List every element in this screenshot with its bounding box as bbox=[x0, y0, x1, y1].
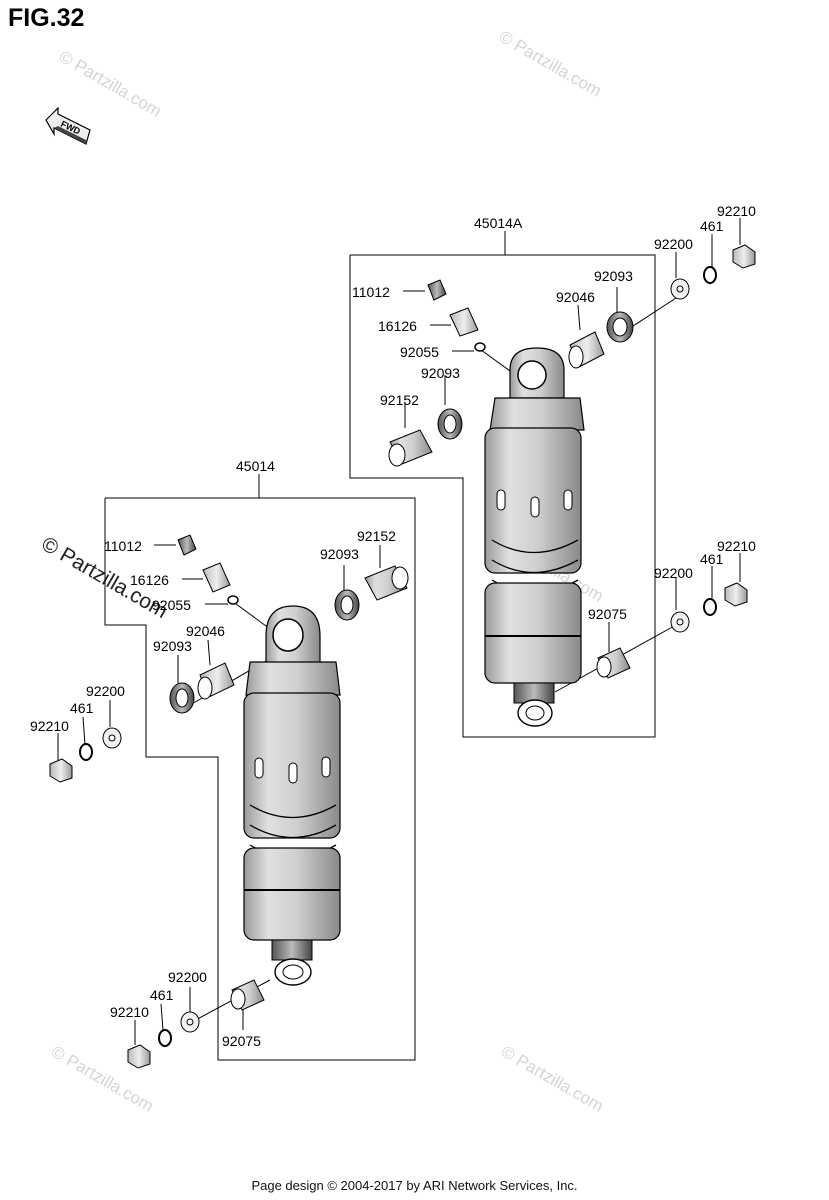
part-92075-lower bbox=[230, 979, 265, 1011]
part-label: 461 bbox=[150, 987, 174, 1003]
part-92152-upper bbox=[388, 429, 433, 467]
part-label: 92055 bbox=[400, 344, 439, 360]
part-label: 92075 bbox=[222, 1033, 261, 1049]
part-461-upper-bot bbox=[703, 598, 717, 616]
part-label: 92210 bbox=[110, 1004, 149, 1020]
part-label: 11012 bbox=[352, 284, 390, 300]
part-label: 92200 bbox=[654, 236, 693, 252]
part-92210-lower-bot bbox=[127, 1044, 151, 1069]
assembly-lower: 45014 bbox=[30, 458, 416, 1069]
part-label: 92152 bbox=[380, 392, 419, 408]
part-16126-lower bbox=[202, 562, 231, 593]
part-label: 92210 bbox=[30, 718, 69, 734]
part-92055-upper bbox=[474, 342, 486, 352]
part-label: 92055 bbox=[152, 597, 191, 613]
part-label: 92200 bbox=[654, 565, 693, 581]
part-92210-upper-top bbox=[732, 244, 756, 269]
part-92046-upper bbox=[568, 331, 605, 369]
part-label: 461 bbox=[700, 218, 724, 234]
assembly-label: 45014A bbox=[474, 215, 523, 231]
part-16126-upper bbox=[449, 307, 479, 337]
watermark: © Partzilla.com bbox=[496, 27, 605, 101]
watermark: © Partzilla.com bbox=[56, 47, 165, 121]
part-92046-lower bbox=[197, 662, 235, 700]
part-label: 92046 bbox=[186, 623, 225, 639]
part-label: 92093 bbox=[421, 365, 460, 381]
watermark: © Partzilla.com bbox=[498, 1042, 607, 1116]
assembly-upper: 45014A bbox=[349, 203, 756, 738]
part-92055-lower bbox=[227, 595, 239, 605]
part-label: 461 bbox=[700, 551, 724, 567]
part-461-lower-bot bbox=[158, 1029, 172, 1047]
part-label: 92075 bbox=[588, 606, 627, 622]
footer-copyright: Page design © 2004-2017 by ARI Network S… bbox=[251, 1178, 578, 1193]
part-label: 92210 bbox=[717, 538, 756, 554]
part-label: 92152 bbox=[357, 528, 396, 544]
part-92093-lower-b bbox=[334, 589, 360, 621]
part-label: 461 bbox=[70, 700, 94, 716]
part-92093-upper-a bbox=[437, 408, 463, 440]
part-11012-upper bbox=[427, 279, 447, 301]
part-92093-upper-b bbox=[606, 311, 634, 343]
part-92152-lower bbox=[364, 565, 409, 601]
part-label: 16126 bbox=[130, 572, 169, 588]
part-label: 92046 bbox=[556, 289, 595, 305]
part-label: 11012 bbox=[104, 538, 142, 554]
assembly-label: 45014 bbox=[236, 458, 275, 474]
part-461-lower-top bbox=[79, 743, 93, 761]
part-label: 16126 bbox=[378, 318, 417, 334]
part-label: 92210 bbox=[717, 203, 756, 219]
part-92210-upper-bot bbox=[724, 582, 748, 607]
part-92075-upper bbox=[596, 647, 631, 679]
part-label: 92200 bbox=[168, 969, 207, 985]
part-label: 92093 bbox=[320, 546, 359, 562]
figure-title: FIG.32 bbox=[8, 4, 85, 32]
part-92093-lower-a bbox=[169, 682, 195, 714]
part-92210-lower-top bbox=[49, 758, 73, 783]
part-label: 92200 bbox=[86, 683, 125, 699]
fwd-arrow-icon: FWD bbox=[45, 106, 91, 145]
part-label: 92093 bbox=[594, 268, 633, 284]
part-461-upper-top bbox=[703, 266, 717, 284]
part-11012-lower bbox=[177, 534, 197, 556]
part-label: 92093 bbox=[153, 638, 192, 654]
